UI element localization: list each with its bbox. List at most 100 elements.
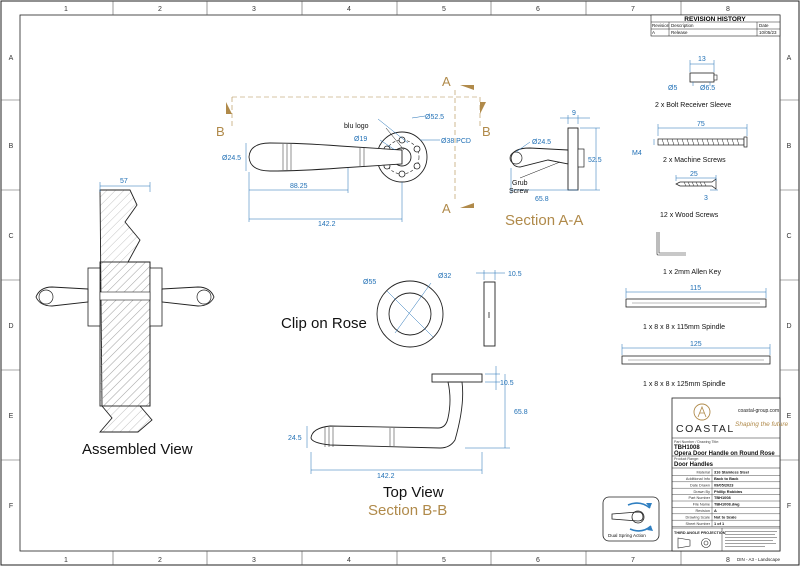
titleblock-row-value: A xyxy=(714,508,717,513)
zone-col-4-bottom: 4 xyxy=(347,557,351,564)
part-number-caption: Part Number / Drawing Title: xyxy=(674,440,719,444)
zone-row-a-right: A xyxy=(787,55,792,62)
top-dim-projection: 65.8 xyxy=(514,409,528,416)
machine-screw-dim-length: 75 xyxy=(697,121,705,128)
titleblock-row-value: Phillip Robbins xyxy=(714,489,742,494)
zone-row-c-right: C xyxy=(786,233,791,240)
zone-col-3: 3 xyxy=(252,6,256,13)
titleblock-row-value: TBH1008 xyxy=(714,495,731,500)
front-dim-neck-diameter: Ø19 xyxy=(354,136,367,143)
machine-screw-dim-thread: M4 xyxy=(632,150,642,157)
section-marker-b-right: B xyxy=(482,124,491,139)
zone-col-5: 5 xyxy=(442,6,446,13)
titleblock-row-key: Additional Info xyxy=(686,477,710,481)
titleblock-row-value: Not to Scale xyxy=(714,514,737,519)
titleblock-row-key: Drawing Scale xyxy=(686,515,710,519)
front-dim-pcd: Ø38 PCD xyxy=(441,138,471,145)
top-dim-overall-length: 142.2 xyxy=(377,473,395,480)
section-aa-dim-projection: 65.8 xyxy=(535,196,549,203)
zone-col-6: 6 xyxy=(536,6,540,13)
revision-header-desc: Description xyxy=(671,23,694,28)
titleblock-row-key: Drawn By xyxy=(694,490,711,494)
wood-screw-dim-diameter: 3 xyxy=(704,195,708,202)
wood-screw-label: 12 x Wood Screws xyxy=(660,212,719,219)
zone-row-f: F xyxy=(9,503,13,510)
titleblock-row-value: TBH1008.dwg xyxy=(714,502,740,507)
zone-col-6-bottom: 6 xyxy=(536,557,540,564)
revision-cell-rev: A xyxy=(652,30,655,35)
section-aa-dim-grip: Ø24.5 xyxy=(532,139,551,146)
revision-title: REVISION HISTORY xyxy=(684,16,746,23)
section-aa-grub-label-2: Screw xyxy=(509,188,529,195)
range-caption: Product Range: xyxy=(674,457,699,461)
title-block: COASTAL coastal-group.com Shaping the fu… xyxy=(671,397,789,552)
brand-tagline: Shaping the future xyxy=(735,421,789,428)
brand-website: coastal-group.com xyxy=(738,408,779,414)
spindle-115-dim: 115 xyxy=(690,285,701,292)
section-marker-a-bottom: A xyxy=(442,201,451,216)
zone-col-8: 8 xyxy=(726,6,730,13)
spindle-125-label: 1 x 8 x 8 x 125mm Spindle xyxy=(643,381,726,388)
titleblock-row-key: Revision xyxy=(695,509,710,513)
dual-spring-action-badge: Dual Spring Action xyxy=(602,496,660,542)
clip-on-rose-view: Ø55 Ø32 10.5 Clip on Rose xyxy=(281,270,522,348)
sleeve-label: 2 x Bolt Receiver Sleeve xyxy=(655,102,731,109)
allen-key-label: 1 x 2mm Allen Key xyxy=(663,269,721,276)
zone-col-1: 1 xyxy=(64,6,68,13)
sleeve-dim-inner: Ø5 xyxy=(668,85,677,92)
zone-row-f-right: F xyxy=(787,503,791,510)
rose-dim-inner-diameter: Ø32 xyxy=(438,273,451,280)
clip-on-rose-title: Clip on Rose xyxy=(281,315,367,332)
zone-col-1-bottom: 1 xyxy=(64,557,68,564)
front-view: A A B B xyxy=(216,74,491,228)
zone-row-e: E xyxy=(9,413,14,420)
section-aa-dim-height: 52.5 xyxy=(588,157,602,164)
titleblock-row-key: File Name xyxy=(693,503,710,507)
revision-history-table: REVISION HISTORY Revision Description Da… xyxy=(650,14,781,37)
product-range: Door Handles xyxy=(674,462,714,468)
spindle-115-label: 1 x 8 x 8 x 115mm Spindle xyxy=(643,324,725,331)
zone-col-7-bottom: 7 xyxy=(631,557,635,564)
titleblock-row-key: Part Number xyxy=(688,496,710,500)
assembled-dim-door-width: 57 xyxy=(120,178,128,185)
zone-row-d: D xyxy=(8,323,13,330)
titleblock-row-key: Material xyxy=(696,471,710,475)
front-blu-logo-callout: blu logo xyxy=(344,123,369,130)
paper-size-label: DIN - A3 - Landscape xyxy=(737,557,781,562)
zone-row-e-right: E xyxy=(787,413,792,420)
sleeve-dim-length: 13 xyxy=(698,56,706,63)
revision-cell-date: 10/05/23 xyxy=(759,30,777,35)
part-number-value: TBH1008 xyxy=(674,445,700,451)
section-marker-a-top: A xyxy=(442,74,451,89)
zone-row-d-right: D xyxy=(786,323,791,330)
section-aa-grub-label-1: Grub xyxy=(512,180,528,187)
section-aa-title: Section A-A xyxy=(505,212,583,229)
projection-label: THIRD ANGLE PROJECTION xyxy=(674,531,726,535)
top-view: 10.5 65.8 24.5 142.2 Top View Section B-… xyxy=(288,366,528,519)
zone-col-8-bottom: 8 xyxy=(726,557,730,564)
section-marker-b-left: B xyxy=(216,124,225,139)
spindle-125-dim: 125 xyxy=(690,341,702,348)
zone-col-4: 4 xyxy=(347,6,351,13)
assembled-view-title: Assembled View xyxy=(82,441,193,458)
handle-icon xyxy=(611,511,644,522)
titleblock-row-value: 09/05/2023 xyxy=(714,482,734,487)
zone-col-5-bottom: 5 xyxy=(442,557,446,564)
top-dim-grip: 24.5 xyxy=(288,435,302,442)
titleblock-row-value: 316 Stainless Steel xyxy=(714,470,749,475)
revision-header-rev: Revision xyxy=(652,23,670,28)
zone-row-a: A xyxy=(9,55,14,62)
front-dim-rose-diameter: Ø52.5 xyxy=(425,114,444,121)
titleblock-row-value: 1 of 1 xyxy=(714,521,725,526)
rotate-arrow-icon xyxy=(627,502,651,509)
zone-col-2: 2 xyxy=(158,6,162,13)
revision-cell-desc: Release xyxy=(671,30,688,35)
zone-row-b-right: B xyxy=(787,143,792,150)
top-view-title: Top View xyxy=(383,484,444,501)
zone-col-7: 7 xyxy=(631,6,635,13)
part-title: Opera Door Handle on Round Rose xyxy=(674,451,775,457)
zone-col-2-bottom: 2 xyxy=(158,557,162,564)
front-dim-lever-offset: 88.25 xyxy=(290,183,308,190)
parts-list: 13 Ø5 Ø6.5 2 x Bolt Receiver Sleeve 75 M… xyxy=(621,56,771,388)
